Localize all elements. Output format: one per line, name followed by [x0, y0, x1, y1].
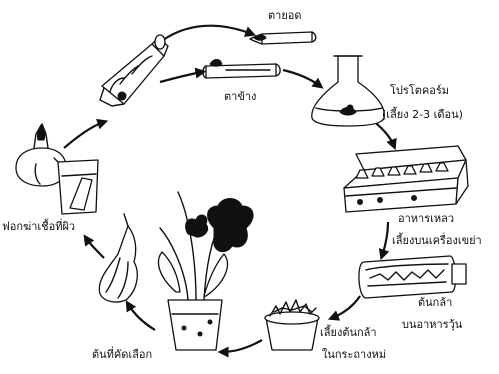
arrow-selected-to-keiki	[128, 304, 155, 330]
label-plantlet: ต้นกล้า	[418, 296, 452, 309]
arrow-sterilize-to-shoot	[64, 122, 104, 148]
arrow-nursery-to-selected	[222, 340, 262, 352]
label-on-agar: บนอาหารวุ้น	[402, 318, 463, 331]
label-protocorm-duration: (เลี้ยง 2-3 เดือน)	[382, 106, 463, 121]
arrow-bud-to-protocorm	[283, 70, 320, 86]
protocorm-flask-illustration	[312, 56, 385, 126]
young-shoot-illustration	[99, 214, 137, 302]
label-lateral-bud: ตาข้าง	[224, 90, 256, 103]
label-selected-plant: ต้นที่คัดเลือก	[92, 346, 152, 361]
terminal-bud-illustration	[250, 32, 316, 44]
label-protocorm: โปรโตคอร์ม	[390, 83, 449, 97]
arrow-keiki-to-sterilize	[86, 238, 104, 258]
label-nursery-line2: ในกระถางหม่	[322, 348, 386, 361]
arrow-plantlet-to-nursery	[332, 296, 360, 318]
sterilization-illustration	[16, 124, 98, 214]
selected-orchid-illustration	[158, 192, 253, 350]
shaker-illustration	[344, 146, 468, 212]
label-sterilize: ฟอกฆ่าเชื้อที่ผิว	[2, 218, 75, 233]
lateral-bud-illustration	[203, 60, 280, 79]
arrow-shoot-to-lateral-bud	[160, 72, 202, 82]
agar-bottle-illustration	[359, 256, 466, 298]
arrow-liquid-to-plantlet	[382, 222, 388, 256]
cut-shoot-illustration	[100, 35, 168, 106]
nursery-pot-illustration	[265, 300, 319, 350]
label-liquid-medium: อาหารเหลว	[398, 212, 454, 225]
arrow-shoot-to-terminal-bud	[163, 26, 252, 40]
label-terminal-bud: ตายอด	[268, 9, 302, 22]
label-shaker-culture: เลี้ยงบนเครื่องเขย่า	[392, 232, 482, 247]
label-nursery-line1: เลี้ยงต้นกล้า	[320, 324, 377, 339]
